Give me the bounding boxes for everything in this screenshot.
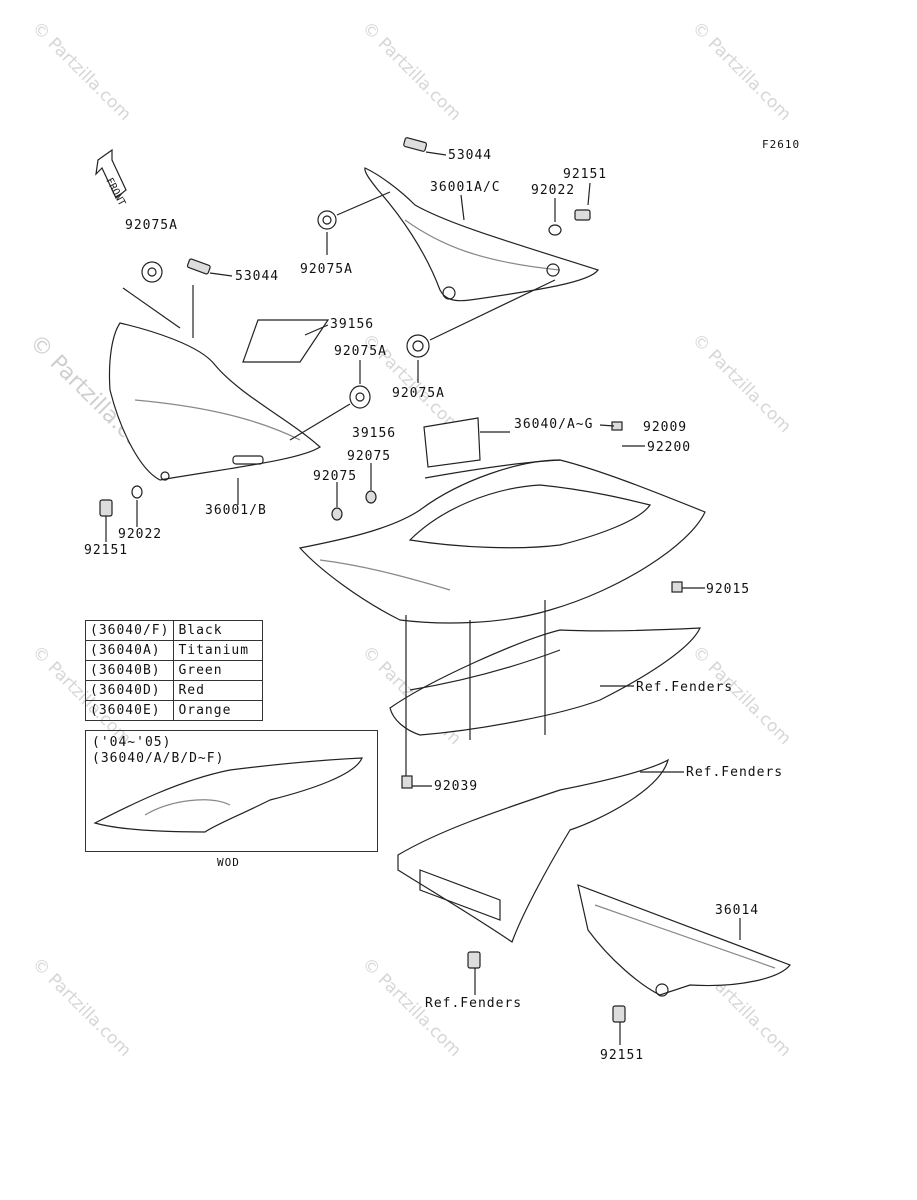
grommet bbox=[349, 385, 371, 409]
front-arrow-icon: FRONT bbox=[95, 148, 127, 208]
label-92015[interactable]: 92015 bbox=[706, 582, 751, 597]
label-ref-fenders[interactable]: Ref.Fenders bbox=[636, 680, 734, 695]
label-36001AC[interactable]: 36001A/C bbox=[430, 180, 501, 195]
washer-92022 bbox=[131, 485, 143, 499]
table-row: (36040B)Green bbox=[84, 660, 264, 681]
color-name: Titanium bbox=[173, 640, 264, 661]
table-row: (36040/F)Black bbox=[84, 620, 264, 641]
figure-id: F2610 bbox=[762, 138, 801, 151]
label-92151[interactable]: 92151 bbox=[563, 167, 608, 182]
label-ref-fenders[interactable]: Ref.Fenders bbox=[425, 996, 523, 1011]
label-39156[interactable]: 39156 bbox=[330, 317, 375, 332]
bolt-92151 bbox=[99, 499, 113, 517]
seat-cowl bbox=[298, 459, 706, 624]
side-cover-right bbox=[364, 167, 599, 302]
color-name: Red bbox=[173, 680, 264, 701]
color-name: Green bbox=[173, 660, 264, 681]
label-92022[interactable]: 92022 bbox=[118, 527, 163, 542]
side-cover-left bbox=[108, 322, 321, 481]
washer-92022 bbox=[548, 224, 562, 236]
inset-years: ('04~'05) bbox=[92, 735, 172, 750]
label-53044[interactable]: 53044 bbox=[235, 269, 280, 284]
color-code: (36040A) bbox=[84, 640, 175, 661]
inset-parts: (36040/A/B/D~F) bbox=[92, 751, 225, 766]
inset-seat-cowl bbox=[93, 757, 363, 833]
label-92075[interactable]: 92075 bbox=[313, 469, 358, 484]
grommet-92075 bbox=[331, 507, 343, 521]
rear-fender bbox=[397, 758, 669, 943]
label-92200[interactable]: 92200 bbox=[647, 440, 692, 455]
rubber-strip-53044 bbox=[186, 258, 211, 275]
clip-92039 bbox=[401, 775, 413, 789]
label-39156[interactable]: 39156 bbox=[352, 426, 397, 441]
label-92151[interactable]: 92151 bbox=[600, 1048, 645, 1063]
color-code: (36040D) bbox=[84, 680, 175, 701]
rubber-strip-53044 bbox=[403, 137, 428, 152]
label-92151[interactable]: 92151 bbox=[84, 543, 129, 558]
label-92075[interactable]: 92075 bbox=[347, 449, 392, 464]
label-ref-fenders[interactable]: Ref.Fenders bbox=[686, 765, 784, 780]
color-table: (36040/F)Black (36040A)Titanium (36040B)… bbox=[84, 620, 264, 721]
label-53044[interactable]: 53044 bbox=[448, 148, 493, 163]
grommet bbox=[406, 334, 430, 358]
color-code: (36040/F) bbox=[84, 620, 175, 641]
label-92009[interactable]: 92009 bbox=[643, 420, 688, 435]
bolt-92151 bbox=[574, 209, 591, 221]
label-92075A[interactable]: 92075A bbox=[334, 344, 387, 359]
table-row: (36040E)Orange bbox=[84, 700, 264, 721]
label-92075A[interactable]: 92075A bbox=[300, 262, 353, 277]
label-92022[interactable]: 92022 bbox=[531, 183, 576, 198]
color-name: Orange bbox=[173, 700, 264, 721]
label-36014[interactable]: 36014 bbox=[715, 903, 760, 918]
bolt-92151 bbox=[612, 1005, 626, 1023]
label-36040[interactable]: 36040/A~G bbox=[514, 417, 594, 432]
grommet bbox=[141, 261, 163, 283]
label-92039[interactable]: 92039 bbox=[434, 779, 479, 794]
color-name: Black bbox=[173, 620, 264, 641]
chain-guard bbox=[577, 884, 791, 997]
label-36001B[interactable]: 36001/B bbox=[205, 503, 267, 518]
table-row: (36040A)Titanium bbox=[84, 640, 264, 661]
sticker-39156 bbox=[242, 319, 330, 363]
label-92075A[interactable]: 92075A bbox=[125, 218, 178, 233]
color-code: (36040B) bbox=[84, 660, 175, 681]
table-row: (36040D)Red bbox=[84, 680, 264, 701]
clip-92015 bbox=[671, 581, 683, 593]
sticker-39156 bbox=[423, 417, 481, 468]
grommet bbox=[317, 210, 337, 230]
bolt-ref-fenders bbox=[467, 951, 481, 969]
inset-box bbox=[85, 730, 378, 852]
grommet-92075 bbox=[365, 490, 377, 504]
inset-caption: WOD bbox=[217, 856, 240, 869]
color-code: (36040E) bbox=[84, 700, 175, 721]
label-92075A[interactable]: 92075A bbox=[392, 386, 445, 401]
